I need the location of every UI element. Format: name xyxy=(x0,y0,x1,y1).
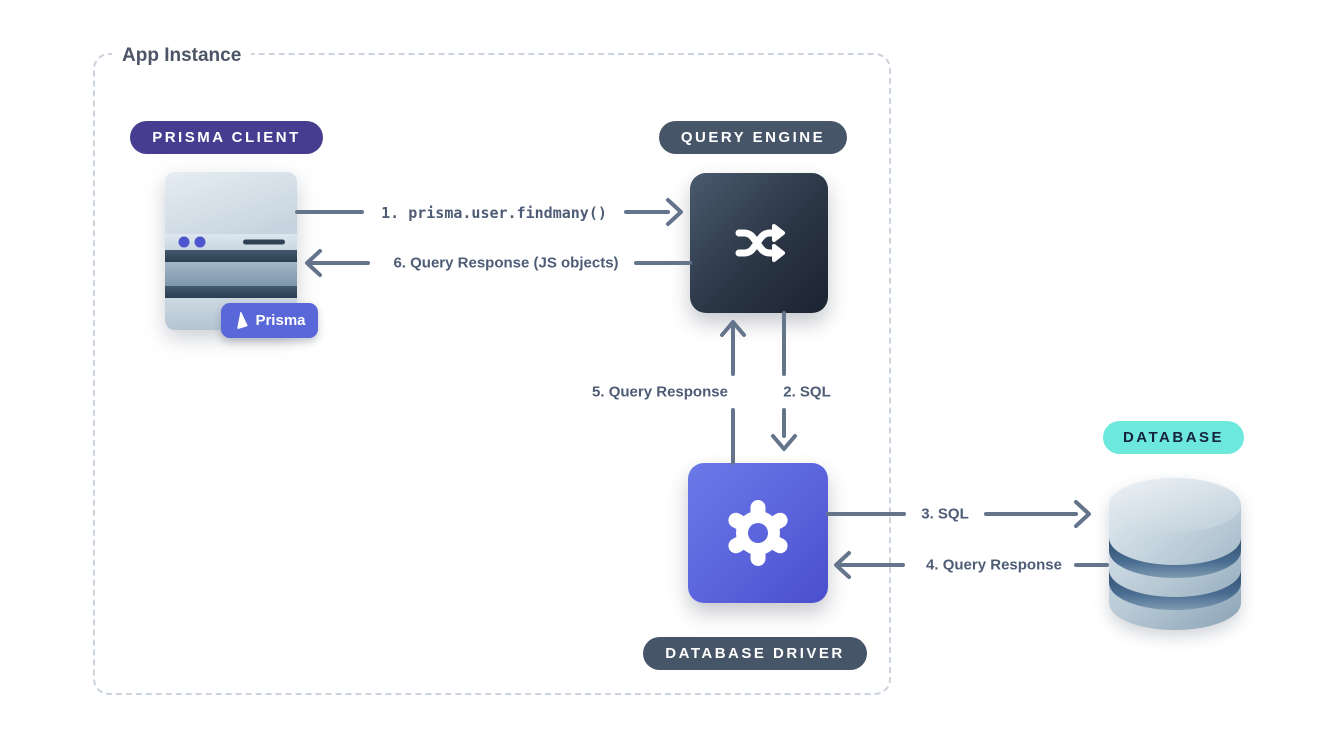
query-engine-node xyxy=(690,173,828,313)
prisma-logo-label: Prisma xyxy=(255,312,306,329)
flow-label-step5: 5. Query Response xyxy=(592,383,728,401)
query-engine-badge: QUERY ENGINE xyxy=(659,121,847,154)
flow-label-step1: 1. prisma.user.findmany() xyxy=(381,204,607,222)
app-instance-boundary xyxy=(93,53,891,695)
database-driver-node xyxy=(688,463,828,603)
database-driver-badge: DATABASE DRIVER xyxy=(643,637,867,670)
flow-label-step3: 3. SQL xyxy=(921,505,969,523)
database-badge: DATABASE xyxy=(1103,421,1244,454)
shuffle-icon xyxy=(735,224,785,262)
prisma-logo-icon xyxy=(237,311,249,329)
flow-label-step2: 2. SQL xyxy=(783,383,831,401)
gear-icon xyxy=(720,495,796,571)
app-instance-title: App Instance xyxy=(112,44,252,68)
prisma-client-badge: PRISMA CLIENT xyxy=(130,121,323,154)
database-cylinder-icon xyxy=(1109,478,1241,630)
prisma-logo-badge: Prisma xyxy=(221,303,318,338)
flow-label-step4: 4. Query Response xyxy=(926,556,1062,574)
flow-label-step6: 6. Query Response (JS objects) xyxy=(393,254,619,272)
